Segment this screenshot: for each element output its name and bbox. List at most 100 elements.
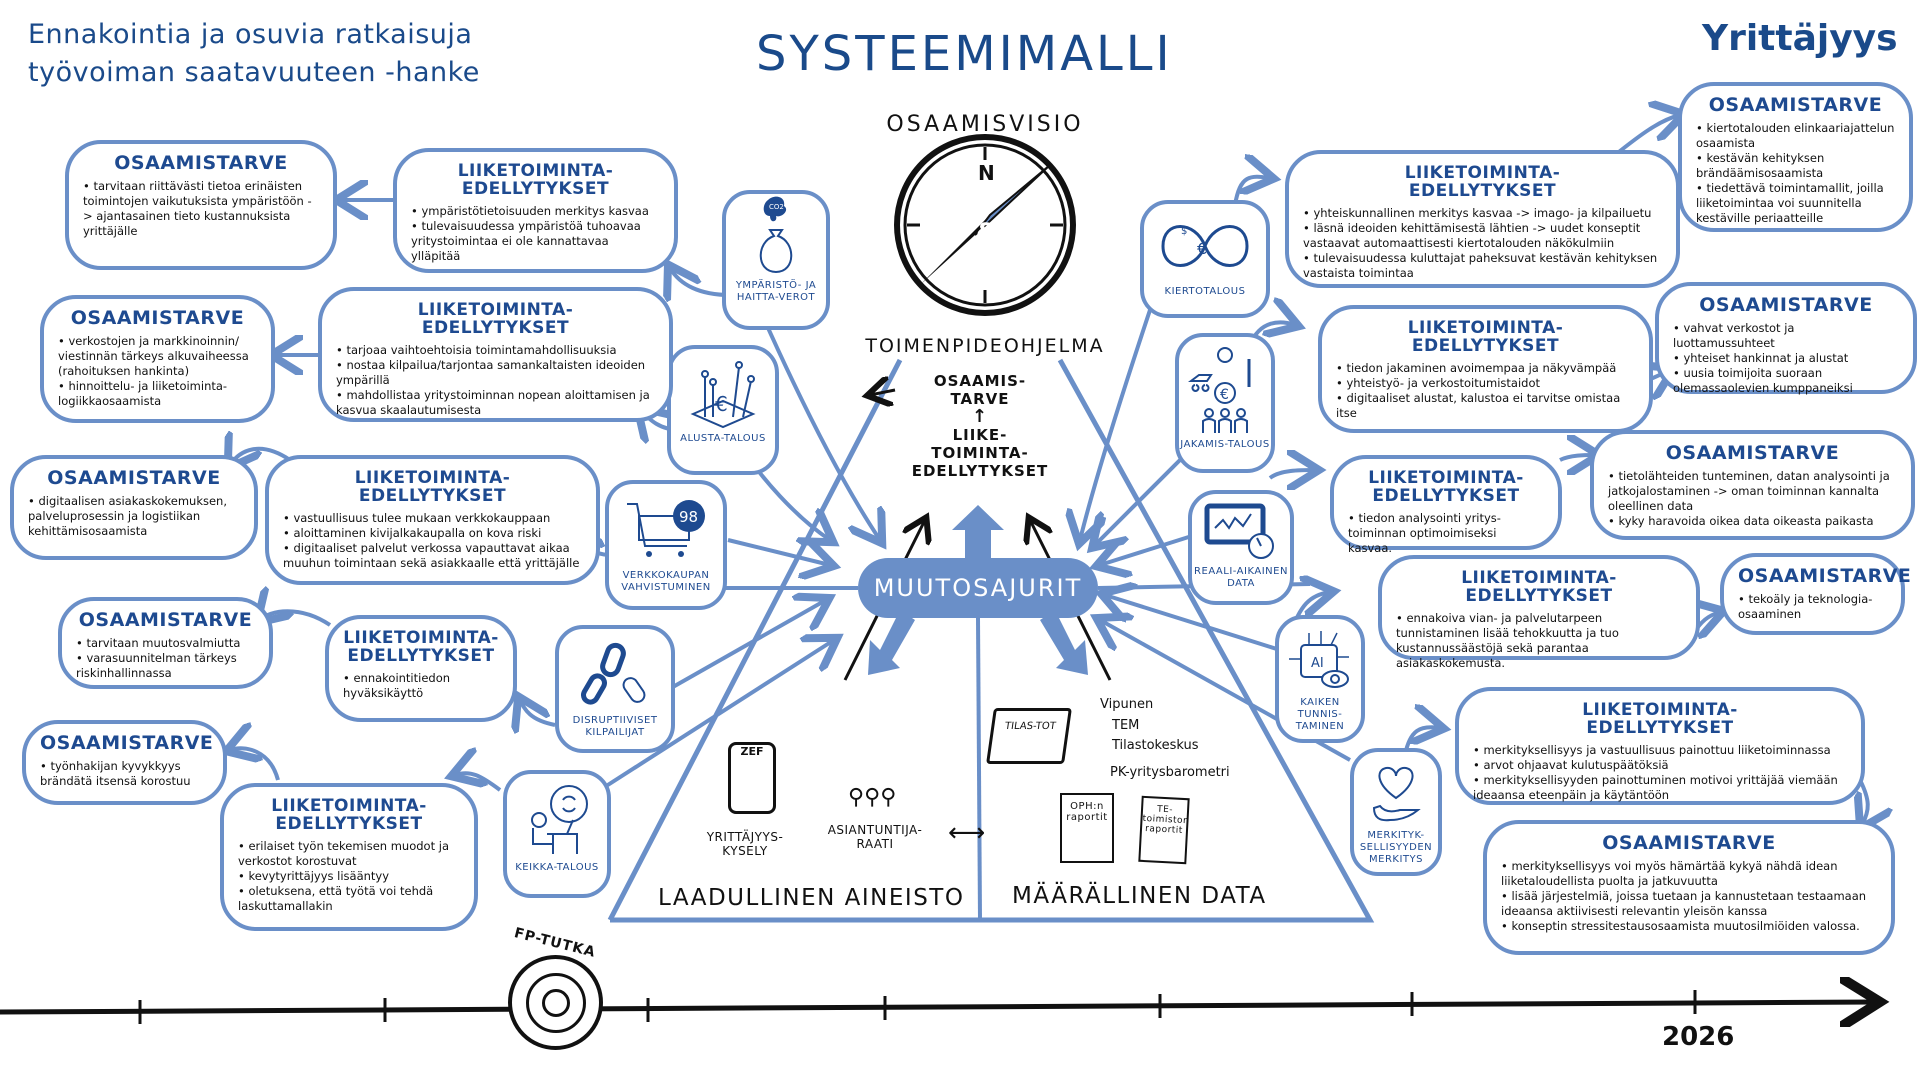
card-heading: LIIKETOIMINTA-EDELLYTYKSET	[354, 468, 511, 506]
stat-source-tem: TEM	[1112, 718, 1140, 733]
stat-source-pk-barometri: PK-yritysbarometri	[1110, 765, 1230, 780]
driver-label: DISRUPTIIVISET KILPAILIJAT	[572, 715, 658, 738]
edellytykset-card-disruptiiviset: LIIKETOIMINTA-EDELLYTYKSET ennakointitie…	[325, 615, 517, 722]
driver-label: REAALI-AIKAINEN DATA	[1194, 566, 1288, 589]
timeline-end-year: 2026	[1662, 1022, 1735, 1052]
card-heading: OSAAMISTARVE	[47, 467, 221, 489]
driver-jakamis[interactable]: € JAKAMIS-TALOUS	[1175, 333, 1275, 473]
driver-verkkokauppa[interactable]: 98 VERKKOKAUPAN VAHVISTUMINEN	[605, 480, 727, 610]
edellytykset-card-alusta: LIIKETOIMINTA-EDELLYTYKSET tarjoaa vaiht…	[318, 287, 673, 422]
quantitative-data-label: MÄÄRÄLLINEN DATA	[1012, 883, 1267, 909]
theme-title: Yrittäjyys	[1702, 18, 1898, 59]
edellytykset-card-kierto: LIIKETOIMINTA-EDELLYTYKSET yhteiskunnall…	[1285, 150, 1680, 288]
svg-text:€: €	[715, 392, 728, 416]
card-heading: LIIKETOIMINTA-EDELLYTYKSET	[1582, 700, 1738, 738]
card-heading: OSAAMISTARVE	[1738, 565, 1912, 587]
sharing-economy-icon: €	[1188, 347, 1251, 433]
qualitative-data-label: LAADULLINEN AINEISTO	[658, 885, 965, 911]
survey-label: YRITTÄJYYS-KYSELY	[706, 830, 784, 858]
project-title-line-1: Ennakointia ja osuvia ratkaisuja	[28, 19, 473, 50]
driver-label: KAIKEN TUNNIS-TAMINEN	[1295, 697, 1345, 732]
card-heading: OSAAMISTARVE	[1602, 832, 1776, 854]
card-heading: LIIKETOIMINTA-EDELLYTYKSET	[1404, 163, 1561, 201]
project-title: Ennakointia ja osuvia ratkaisuja työvoim…	[28, 16, 480, 92]
driver-kierto[interactable]: € $ KIERTOTALOUS	[1140, 200, 1270, 318]
driver-ymparisto[interactable]: CO2 YMPÄRISTÖ- JA HAITTA-VEROT	[722, 190, 830, 330]
compass-symbol: &	[976, 218, 997, 246]
osaamistarve-card-kierto: OSAAMISTARVE kiertotalouden elinkaariaja…	[1678, 82, 1913, 232]
vision-label: OSAAMISVISIO	[886, 112, 1084, 137]
svg-text:AI: AI	[1311, 656, 1324, 671]
bidirectional-arrow-icon: ⟷	[948, 818, 986, 848]
broken-chain-icon	[581, 642, 646, 705]
osaamistarve-card-merkitys: OSAAMISTARVE merkityksellisyys voi myös …	[1483, 820, 1895, 955]
driver-label: MERKITYK-SELLISYYDEN MERKITYS	[1359, 830, 1433, 865]
main-title: SYSTEEMIMALLI	[756, 26, 1173, 82]
timeline-axis	[0, 1002, 1875, 1012]
osaamistarve-card-ymparisto: OSAAMISTARVE tarvitaan riittävästi tieto…	[65, 140, 337, 270]
expert-panel-icon: ⚲⚲⚲	[848, 785, 897, 810]
osaamistarve-card-keikka: OSAAMISTARVE työnhakijan kyvykkyys bränd…	[22, 720, 227, 805]
survey-tablet-icon: ZEF	[728, 742, 776, 814]
compass-north: N	[978, 161, 995, 185]
card-heading: LIIKETOIMINTA-EDELLYTYKSET	[1407, 318, 1564, 356]
card-heading: OSAAMISTARVE	[114, 152, 288, 174]
edellytykset-card-kaiken: LIIKETOIMINTA-EDELLYTYKSET ennakoiva via…	[1378, 555, 1700, 670]
card-heading: LIIKETOIMINTA-EDELLYTYKSET	[417, 300, 574, 338]
stat-source-vipunen: Vipunen	[1100, 697, 1154, 712]
card-heading: OSAAMISTARVE	[1699, 294, 1873, 316]
expert-panel-label: ASIANTUNTIJA-RAATI	[827, 823, 923, 851]
gig-worker-clock-icon	[531, 785, 588, 854]
edellytykset-card-jakamis: LIIKETOIMINTA-EDELLYTYKSET tiedon jakami…	[1318, 305, 1653, 433]
driver-merkitys[interactable]: MERKITYK-SELLISYYDEN MERKITYS	[1350, 748, 1442, 876]
svg-text:€: €	[1197, 239, 1207, 258]
driver-label: KEIKKA-TALOUS	[515, 862, 599, 873]
center-stack: OSAAMIS-TARVE ↑ LIIKE-TOIMINTA-EDELLYTYK…	[880, 372, 1080, 480]
pyramid-divider	[976, 617, 982, 921]
change-drivers-hub: MUUTOSAJURIT	[858, 558, 1098, 618]
driver-disruptiiviset[interactable]: DISRUPTIIVISET KILPAILIJAT	[555, 625, 675, 753]
osaamistarve-card-reaali: OSAAMISTARVE tietolähteiden tunteminen, …	[1590, 430, 1915, 540]
radar-icon	[508, 955, 603, 1050]
edellytykset-card-merkitys: LIIKETOIMINTA-EDELLYTYKSET merkitykselli…	[1455, 687, 1865, 805]
ai-eye-icon: AI	[1289, 631, 1349, 688]
card-heading: LIIKETOIMINTA-EDELLYTYKSET	[457, 161, 614, 199]
te-report-icon: TE-toimiston raportit	[1138, 795, 1190, 865]
project-title-line-2: työvoiman saatavuuteen -hanke	[28, 57, 480, 88]
up-arrow-icon: ↑	[971, 406, 989, 427]
svg-text:€: €	[1220, 387, 1229, 403]
driver-label: KIERTOTALOUS	[1164, 286, 1246, 297]
card-heading: OSAAMISTARVE	[40, 732, 214, 754]
osaamistarve-card-alusta: OSAAMISTARVE verkostojen ja markkinoinni…	[40, 295, 275, 423]
edellytykset-card-verkkokauppa: LIIKETOIMINTA-EDELLYTYKSET vastuullisuus…	[265, 455, 600, 585]
osaamistarve-card-verkkokauppa: OSAAMISTARVE digitaalisen asiakaskokemuk…	[10, 455, 258, 560]
edellytykset-card-reaali: LIIKETOIMINTA-EDELLYTYKSET tiedon analys…	[1330, 455, 1562, 555]
laptop-icon: TILAS-TOT	[986, 708, 1072, 764]
compass-icon: & N	[894, 134, 1076, 316]
svg-text:$: $	[1181, 226, 1187, 237]
edellytykset-card-ymparisto: LIIKETOIMINTA-EDELLYTYKSET ympäristötiet…	[393, 148, 678, 273]
heart-in-hand-icon	[1372, 766, 1421, 822]
svg-text:CO2: CO2	[769, 203, 784, 211]
edellytykset-card-keikka: LIIKETOIMINTA-EDELLYTYKSET erilaiset työ…	[220, 783, 478, 931]
shopping-cart-icon: 98	[627, 500, 705, 557]
compass-group: & N	[860, 100, 1110, 350]
osaamistarve-card-jakamis: OSAAMISTARVE vahvat verkostot ja luottam…	[1655, 282, 1917, 395]
driver-keikka[interactable]: KEIKKA-TALOUS	[503, 770, 611, 898]
center-edellytykset: LIIKE-TOIMINTA-EDELLYTYKSET	[911, 426, 1049, 480]
stat-source-tilastokeskus: Tilastokeskus	[1112, 738, 1199, 753]
co2-money-bag-icon: CO2	[759, 196, 793, 274]
driver-reaali[interactable]: REAALI-AIKAINEN DATA	[1188, 490, 1294, 605]
card-heading: LIIKETOIMINTA-EDELLYTYKSET	[1461, 568, 1617, 606]
card-heading: OSAAMISTARVE	[1708, 94, 1883, 116]
driver-alusta[interactable]: € ALUSTA-TALOUS	[667, 345, 779, 475]
driver-label: VERKKOKAUPAN VAHVISTUMINEN	[621, 570, 711, 593]
card-heading: OSAAMISTARVE	[78, 609, 253, 631]
driver-label: YMPÄRISTÖ- JA HAITTA-VEROT	[735, 280, 817, 303]
platform-network-euro-icon: €	[690, 361, 756, 429]
osaamistarve-card-disruptiiviset: OSAAMISTARVE tarvitaan muutosvalmiuttava…	[58, 597, 273, 689]
driver-kaiken[interactable]: AI KAIKEN TUNNIS-TAMINEN	[1275, 615, 1365, 743]
driver-label: JAKAMIS-TALOUS	[1180, 439, 1270, 450]
svg-text:98: 98	[679, 508, 698, 526]
card-heading: LIIKETOIMINTA-EDELLYTYKSET	[343, 628, 499, 666]
